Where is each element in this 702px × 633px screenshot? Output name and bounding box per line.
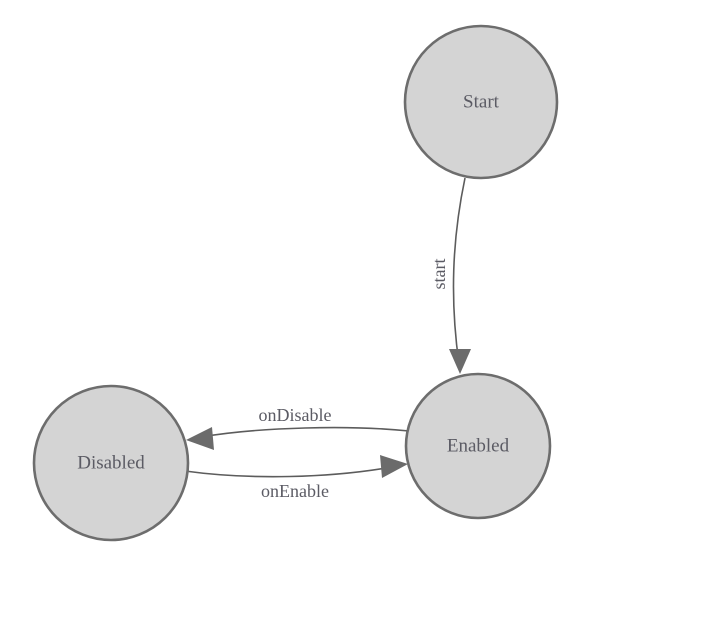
arrowhead-icon-disabled-to-enabled (380, 455, 408, 478)
state-node-shape-start[interactable] (403, 24, 559, 180)
state-node-label-enabled: Enabled (447, 435, 510, 456)
state-node-label-start: Start (463, 91, 500, 112)
edge-line-start-to-enabled (452, 177, 466, 365)
edge-disabled-to-enabled: onEnable (184, 455, 408, 501)
arrowhead-icon-start-to-enabled (449, 349, 471, 374)
edge-start-to-enabled: start (429, 177, 471, 374)
arrowhead-icon-enabled-to-disabled (186, 427, 214, 450)
state-node-start[interactable]: Start (403, 24, 559, 180)
edge-label-enabled-to-disabled: onDisable (259, 405, 332, 425)
edge-line-disabled-to-enabled (184, 466, 393, 478)
state-node-shape-enabled[interactable] (404, 372, 552, 520)
edge-line-enabled-to-disabled (200, 426, 410, 438)
state-node-label-disabled: Disabled (77, 452, 145, 473)
state-node-enabled[interactable]: Enabled (404, 372, 552, 520)
state-node-disabled[interactable]: Disabled (32, 384, 190, 542)
edge-label-start-to-enabled: start (429, 259, 449, 290)
state-node-shape-disabled[interactable] (32, 384, 190, 542)
edge-enabled-to-disabled: onDisable (186, 405, 410, 450)
edge-label-disabled-to-enabled: onEnable (261, 481, 329, 501)
